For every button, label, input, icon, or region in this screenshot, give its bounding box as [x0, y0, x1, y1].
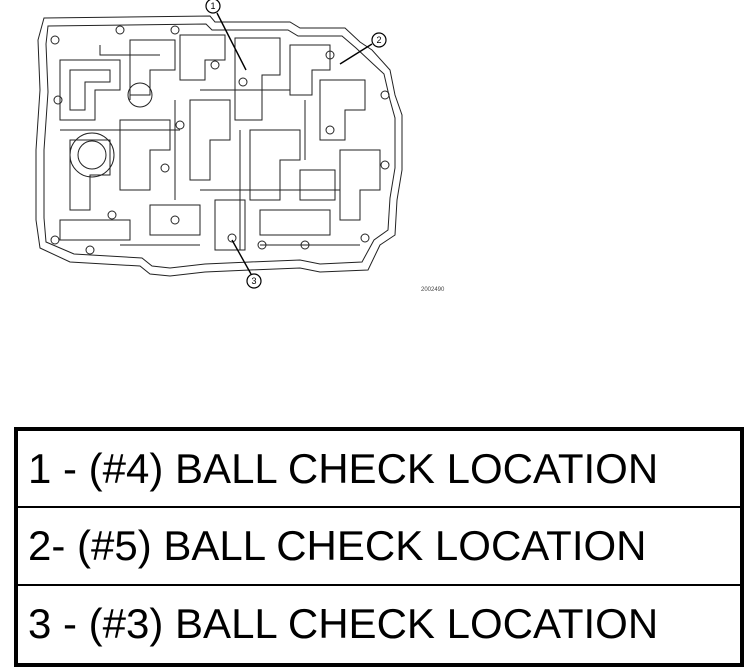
figure-id: 2002490 — [421, 287, 445, 293]
callout-2: 2 — [339, 32, 387, 65]
callout-2-circle — [371, 32, 387, 48]
callout-3-leader — [231, 239, 252, 275]
callout-1: 1 — [205, 0, 247, 71]
callout-3-number: 3 — [251, 276, 256, 286]
callout-1-number: 1 — [210, 1, 215, 11]
callout-2-number: 2 — [376, 35, 381, 45]
callout-2-leader — [339, 43, 373, 65]
legend-table: 1 - (#4) BALL CHECK LOCATION 2- (#5) BAL… — [14, 427, 744, 667]
callout-3-circle — [246, 273, 262, 289]
legend-row-3: 3 - (#3) BALL CHECK LOCATION — [28, 600, 659, 648]
legend-row-2: 2- (#5) BALL CHECK LOCATION — [18, 508, 740, 586]
valve-body-outline — [35, 15, 403, 277]
valve-body-illustration: 1 2 3 2002490 — [0, 0, 750, 330]
valve-body-drawing: 1 2 3 — [35, 0, 403, 289]
legend-row-1: 1 - (#4) BALL CHECK LOCATION — [18, 431, 740, 509]
callout-3: 3 — [231, 239, 262, 289]
callout-1-circle — [205, 0, 221, 14]
callout-1-leader — [216, 12, 247, 71]
